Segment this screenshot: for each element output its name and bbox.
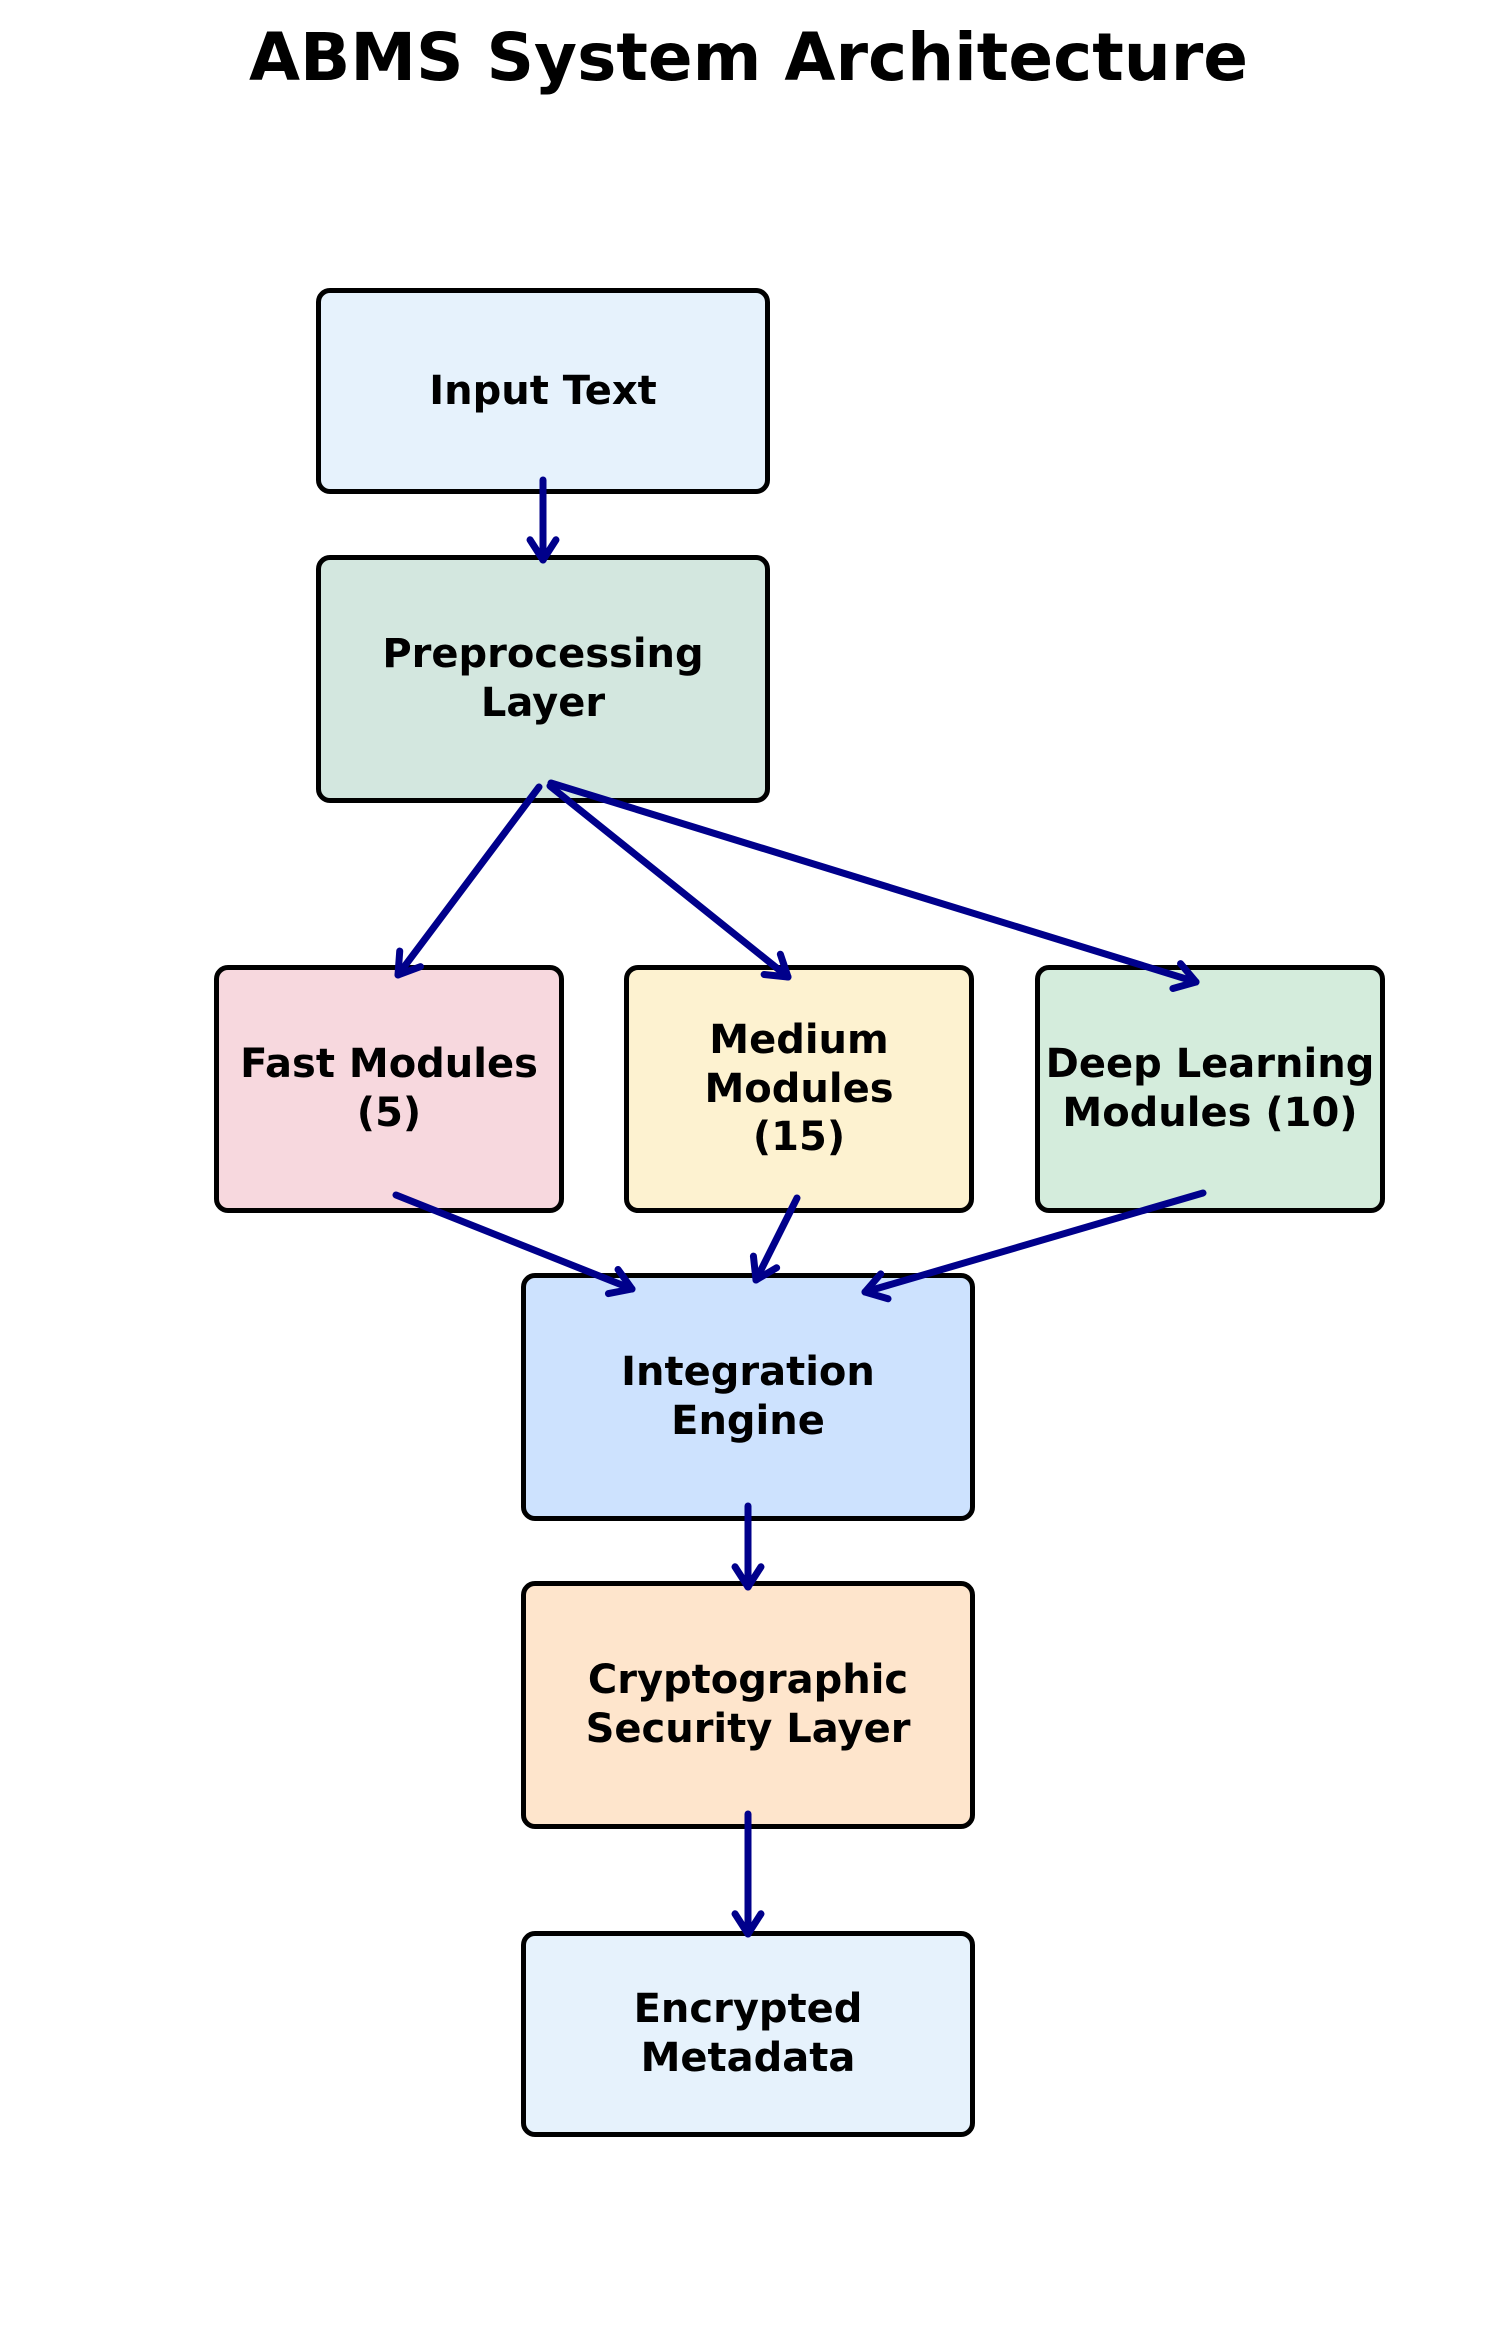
node-cryptographic-security-layer: Cryptographic Security Layer <box>521 1581 975 1829</box>
diagram-title: ABMS System Architecture <box>248 19 1249 96</box>
node-label: Encrypted Metadata <box>633 1986 863 2081</box>
node-preprocessing-layer: Preprocessing Layer <box>316 555 770 803</box>
arrow-preprocessing-to-fast <box>394 783 543 979</box>
node-integration-engine: Integration Engine <box>521 1273 975 1521</box>
node-label: Input Text <box>429 367 657 414</box>
arrow-preprocessing-to-deep <box>547 779 1200 992</box>
node-input-text: Input Text <box>316 288 770 494</box>
node-label: Integration Engine <box>621 1349 875 1444</box>
node-label: Preprocessing Layer <box>382 631 704 726</box>
node-fast-modules: Fast Modules (5) <box>214 965 564 1213</box>
arrow-preprocessing-to-medium <box>546 782 792 981</box>
node-label: Medium Modules (15) <box>704 1016 894 1161</box>
node-label: Fast Modules (5) <box>240 1041 538 1136</box>
node-deep-learning-modules: Deep Learning Modules (10) <box>1035 965 1385 1213</box>
node-encrypted-metadata: Encrypted Metadata <box>521 1931 975 2137</box>
node-label: Cryptographic Security Layer <box>585 1657 911 1752</box>
node-label: Deep Learning Modules (10) <box>1045 1041 1375 1136</box>
arrow-crypto-to-encrypted <box>731 1810 765 1938</box>
node-medium-modules: Medium Modules (15) <box>624 965 974 1213</box>
